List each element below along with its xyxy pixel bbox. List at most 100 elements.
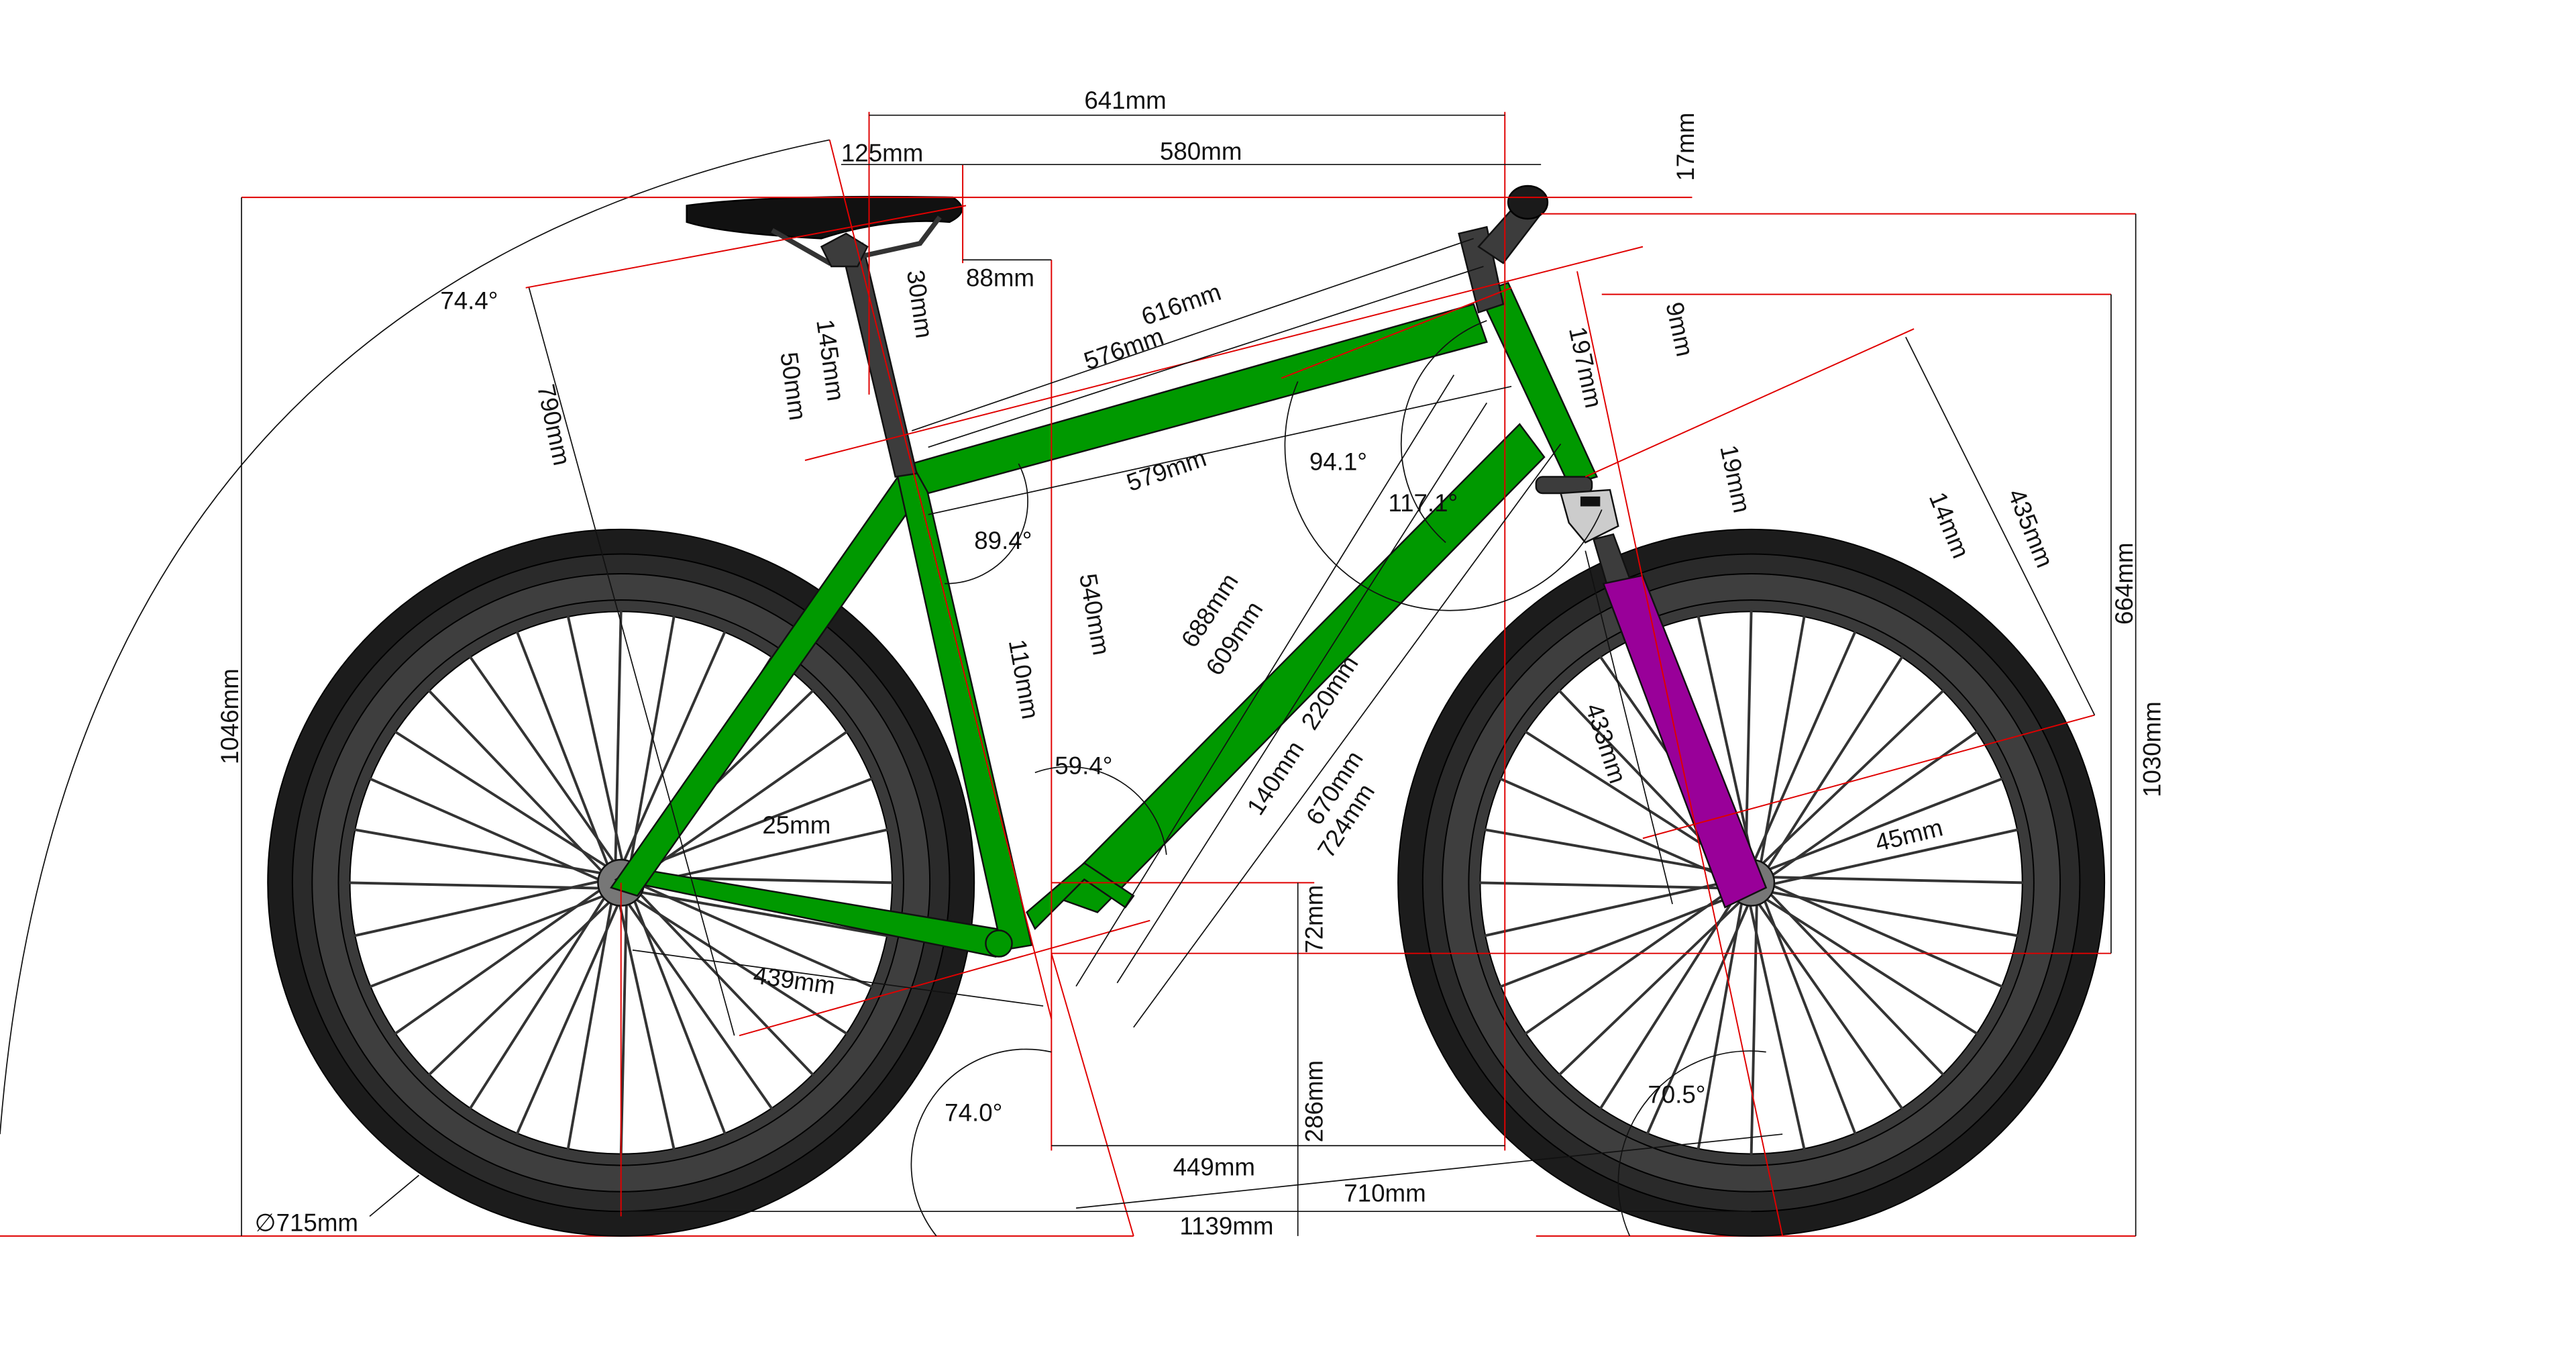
frame — [610, 281, 1599, 958]
down-tube — [1050, 423, 1546, 913]
spoke — [1767, 882, 2004, 988]
label-14: 14mm — [1924, 489, 1975, 562]
steerer — [1458, 225, 1505, 314]
top-tube — [910, 303, 1488, 495]
dimension-lines — [241, 114, 2137, 1237]
label-449: 449mm — [1173, 1153, 1255, 1180]
label-25: 25mm — [762, 811, 830, 839]
spoke — [1697, 896, 1744, 1151]
saddle-rails — [771, 215, 942, 266]
spoke — [1766, 876, 2025, 884]
spoke — [1750, 630, 1857, 867]
spoke — [348, 881, 606, 890]
construction-lines — [241, 111, 2136, 1237]
spoke — [353, 878, 605, 937]
label-715: ∅715mm — [255, 1209, 358, 1237]
spoke — [637, 882, 874, 988]
label-117-1: 117.1° — [1388, 489, 1458, 517]
seat-angle-arc — [0, 139, 830, 1135]
spoke — [1750, 898, 1758, 1156]
label-145: 145mm — [811, 317, 850, 403]
label-70-5: 70.5° — [1648, 1081, 1705, 1109]
spoke — [368, 777, 606, 884]
spoke — [566, 896, 614, 1151]
label-17: 17mm — [1672, 113, 1699, 181]
label-790: 790mm — [532, 382, 576, 468]
bottom-bracket — [985, 929, 1013, 958]
spoke — [623, 898, 774, 1111]
spoke — [1744, 609, 1753, 868]
spoke — [1762, 776, 2004, 873]
spoke — [1697, 615, 1756, 867]
spoke — [619, 898, 629, 1156]
spoke — [1599, 891, 1739, 1111]
spoke — [1499, 777, 1735, 884]
spoke — [468, 655, 619, 868]
handlebar — [1507, 185, 1549, 220]
label-1139: 1139mm — [1179, 1212, 1273, 1239]
spoke — [515, 899, 622, 1135]
label-1046: 1046mm — [216, 668, 244, 764]
spoke — [1499, 893, 1740, 988]
spoke — [1483, 828, 1738, 876]
label-19: 19mm — [1715, 443, 1756, 515]
spoke — [620, 630, 727, 867]
spoke — [353, 828, 608, 876]
label-94-1: 94.1° — [1309, 448, 1367, 476]
label-580: 580mm — [1160, 138, 1242, 165]
spoke — [1523, 885, 1736, 1035]
spoke — [515, 630, 611, 872]
spoke — [1758, 615, 1806, 869]
label-74-0: 74.0° — [945, 1099, 1002, 1126]
label-72: 72mm — [1300, 885, 1328, 954]
label-59-4: 59.4° — [1055, 752, 1112, 780]
headset — [1535, 476, 1593, 495]
label-88: 88mm — [966, 264, 1034, 291]
label-286: 286mm — [1300, 1060, 1328, 1142]
label-664: 664mm — [2110, 542, 2138, 624]
spoke — [1479, 881, 1736, 890]
spoke — [1761, 894, 1858, 1135]
label-89-4: 89.4° — [974, 527, 1032, 554]
label-30: 30mm — [902, 268, 938, 340]
spoke — [1765, 890, 2019, 937]
label-710: 710mm — [1344, 1179, 1426, 1207]
label-1030: 1030mm — [2138, 701, 2165, 797]
label-540: 540mm — [1074, 572, 1116, 658]
spoke — [1763, 655, 1904, 874]
label-641: 641mm — [1084, 87, 1166, 114]
spoke — [628, 615, 676, 869]
spoke — [636, 729, 849, 880]
spoke — [1767, 828, 2019, 887]
spoke — [631, 894, 727, 1135]
spoke — [1754, 898, 1904, 1111]
spoke — [1646, 899, 1752, 1135]
crown-logo — [1580, 496, 1601, 507]
label-9: 9mm — [1660, 299, 1699, 358]
spoke — [393, 729, 612, 871]
label-576: 576mm — [1080, 322, 1167, 375]
spoke — [633, 776, 874, 873]
label-110: 110mm — [1004, 638, 1044, 721]
label-435: 435mm — [2002, 485, 2059, 572]
label-616: 616mm — [1138, 278, 1224, 331]
spoke — [566, 615, 625, 867]
spoke — [1757, 689, 1945, 869]
spoke — [1557, 897, 1746, 1077]
label-74-4: 74.4° — [440, 287, 498, 315]
label-125: 125mm — [841, 139, 923, 166]
spoke — [368, 893, 610, 988]
spoke — [635, 888, 815, 1077]
spoke — [614, 609, 623, 868]
spoke — [427, 897, 615, 1077]
spoke — [1765, 888, 1945, 1077]
spoke — [1760, 895, 1979, 1035]
label-579: 579mm — [1123, 444, 1210, 497]
spoke — [393, 885, 606, 1035]
spoke — [427, 689, 607, 877]
spoke — [468, 891, 609, 1111]
spoke — [617, 899, 676, 1151]
label-197: 197mm — [1564, 324, 1608, 410]
spoke — [635, 890, 889, 937]
